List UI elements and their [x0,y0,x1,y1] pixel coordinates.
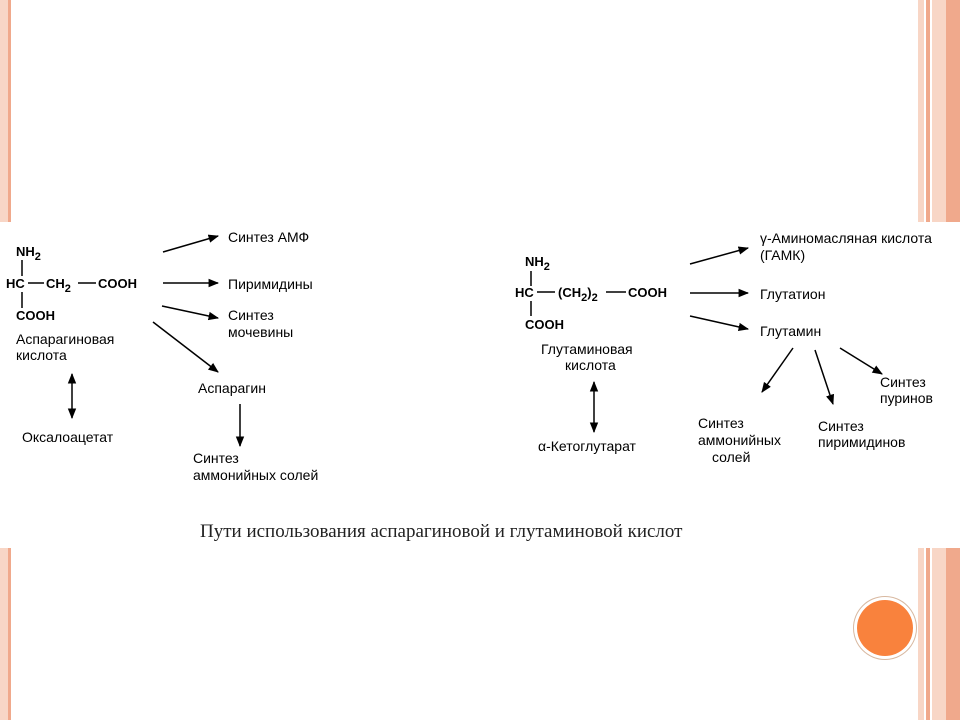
asp-urea-line2: мочевины [228,324,293,340]
glu-ammonium-line2: аммонийных [698,432,781,448]
asp-hc-label: HC [6,276,25,291]
glu-pyrimidine-line1: Синтез [818,418,864,434]
asp-ch2-label: CH2 [46,276,71,295]
asp-name-line2: кислота [16,347,67,363]
glu-glutamine-label: Глутамин [760,323,821,339]
asp-asparagine-label: Аспарагин [198,380,266,396]
decorative-circle [857,600,913,656]
asp-amp-label: Синтез АМФ [228,229,309,245]
asp-pyrimidines-label: Пиримидины [228,276,313,292]
asp-nh2-label: NH2 [16,244,41,263]
diagram-caption: Пути использования аспарагиновой и глута… [200,521,683,542]
glu-name-line1: Глутаминовая [541,341,633,357]
glu-gaba-line2: (ГАМК) [760,247,805,263]
glu-gaba-line1: γ-Аминомасляная кислота [760,230,932,246]
glu-pyrimidine-arrow [814,349,834,405]
glu-ch2-group: (CH2)2 [558,285,598,304]
asp-name-line1: Аспарагиновая [16,331,114,347]
glutamic-acid-structure: NH2 HC (CH2)2 COOH COOH Глутаминовая кис… [515,254,667,373]
glu-ammonium-arrow [761,347,794,393]
asp-amp-arrow [162,234,220,253]
asp-cooh-right: COOH [98,276,137,291]
glu-purine-line1: Синтез [880,374,926,390]
glu-pyrimidine-line2: пиримидинов [818,434,905,450]
glu-ketoglutarate: α-Кетоглутарат [538,438,637,454]
glu-purine-arrow [839,347,883,375]
glu-purine-line2: пуринов [880,390,933,406]
glu-hc-label: HC [515,285,534,300]
asp-asparagine-arrow [152,321,219,373]
glu-name-line2: кислота [565,357,616,373]
glu-cooh-right: COOH [628,285,667,300]
aspartic-acid-structure: NH2 HC CH2 COOH COOH Аспарагиновая кисло… [6,244,137,363]
diagram-panel [0,222,960,548]
asp-urea-line1: Синтез [228,307,274,323]
asp-ammonium-line2: аммонийных солей [193,467,318,483]
asp-ammonium-line1: Синтез [193,450,239,466]
glu-ammonium-line3: солей [712,449,750,465]
asp-oxaloacetate: Оксалоацетат [22,429,114,445]
glu-cooh-bottom: COOH [525,317,564,332]
glu-glutamine-arrow [689,315,750,332]
asp-cooh-bottom: COOH [16,308,55,323]
glu-ammonium-line1: Синтез [698,415,744,431]
glu-nh2-label: NH2 [525,254,550,273]
asp-urea-arrow [161,305,220,321]
glu-gaba-arrow [689,246,750,265]
glu-glutathione-label: Глутатион [760,286,825,302]
